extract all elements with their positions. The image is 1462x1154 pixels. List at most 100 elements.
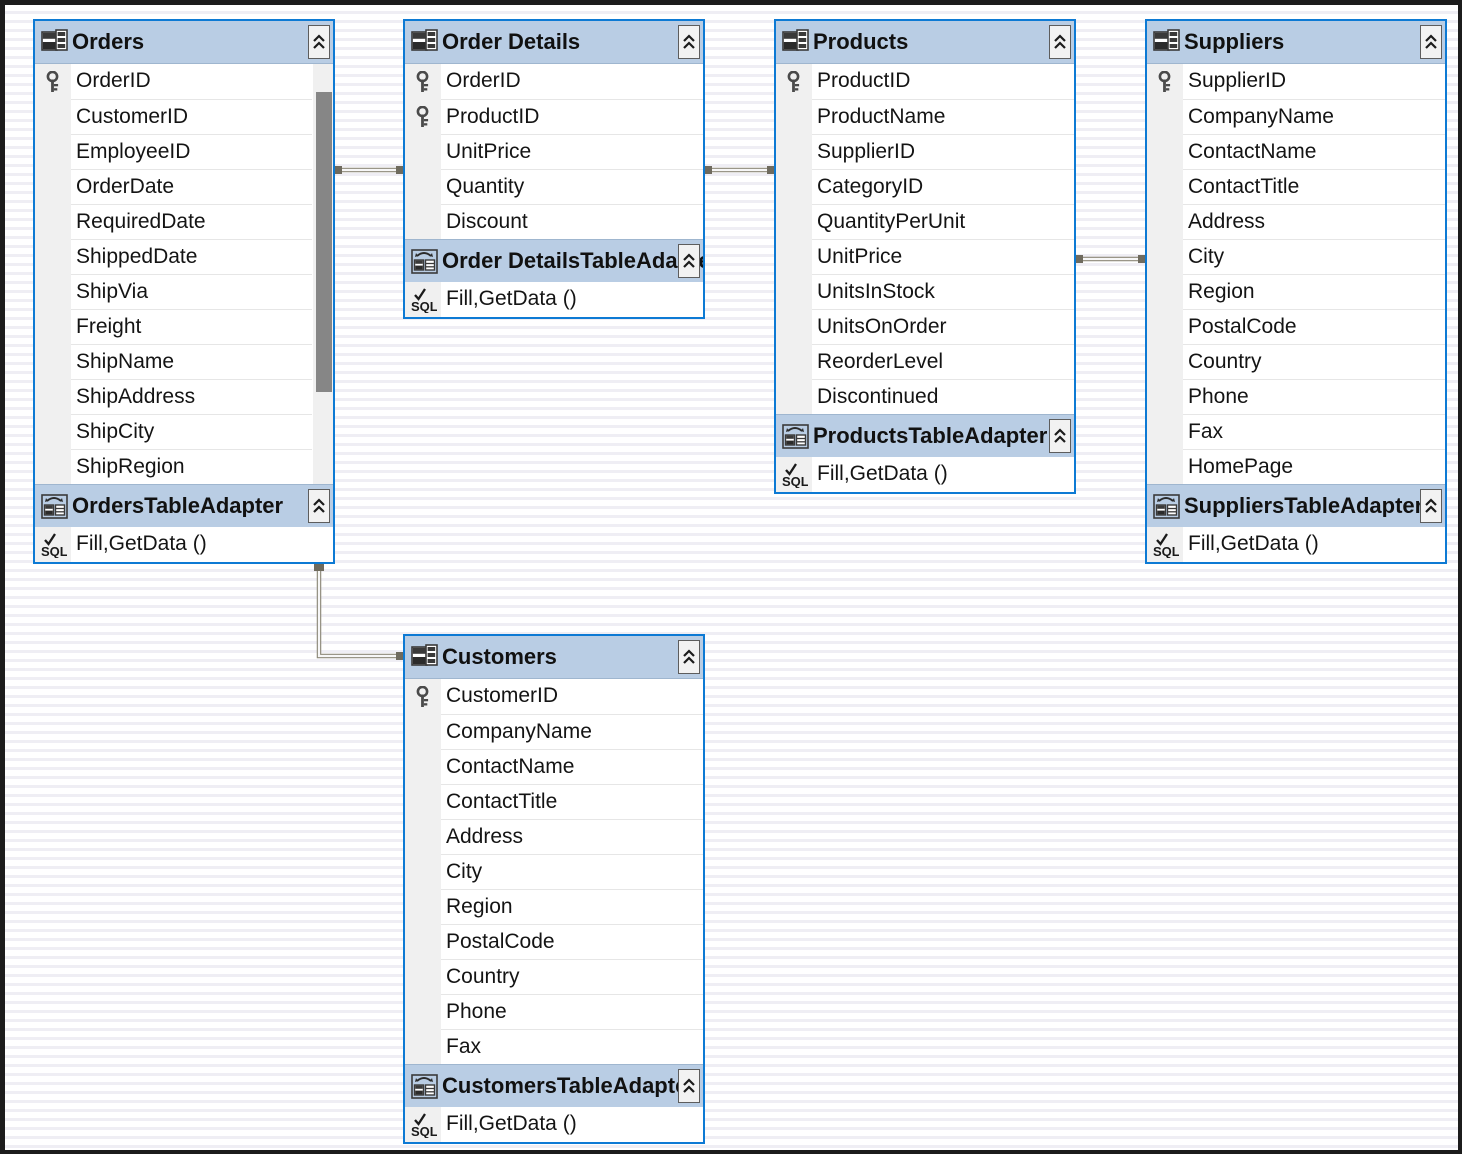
- vertical-scrollbar[interactable]: [312, 64, 333, 484]
- column-name: ContactTitle: [1183, 169, 1445, 204]
- adapter-method-row[interactable]: SQL Fill,GetData (): [776, 457, 1074, 492]
- column-row[interactable]: ProductName: [776, 99, 1074, 134]
- entity-header[interactable]: Customers: [405, 636, 703, 679]
- collapse-button[interactable]: [678, 1069, 700, 1103]
- adapter-method-row[interactable]: SQL Fill,GetData (): [405, 1107, 703, 1142]
- column-row[interactable]: EmployeeID: [35, 134, 333, 169]
- column-row[interactable]: RequiredDate: [35, 204, 333, 239]
- column-row[interactable]: Country: [1147, 344, 1445, 379]
- column-row[interactable]: Discount: [405, 204, 703, 239]
- column-row[interactable]: OrderID: [405, 64, 703, 99]
- column-row[interactable]: ShipRegion: [35, 449, 333, 484]
- column-row[interactable]: ShipVia: [35, 274, 333, 309]
- column-row[interactable]: Phone: [405, 994, 703, 1029]
- column-row[interactable]: Fax: [405, 1029, 703, 1064]
- collapse-button[interactable]: [308, 25, 330, 59]
- adapter-method-row[interactable]: SQL Fill,GetData (): [1147, 527, 1445, 562]
- collapse-button[interactable]: [1420, 25, 1442, 59]
- column-row[interactable]: ContactTitle: [405, 784, 703, 819]
- column-row[interactable]: Fax: [1147, 414, 1445, 449]
- column-name: OrderDate: [71, 169, 333, 204]
- entity-header[interactable]: Orders: [35, 21, 333, 64]
- column-row[interactable]: Region: [405, 889, 703, 924]
- column-row[interactable]: PostalCode: [405, 924, 703, 959]
- column-row[interactable]: ContactTitle: [1147, 169, 1445, 204]
- collapse-button[interactable]: [678, 244, 700, 278]
- collapse-chevron-icon: [1054, 428, 1066, 443]
- column-row[interactable]: CompanyName: [405, 714, 703, 749]
- entity-header[interactable]: Suppliers: [1147, 21, 1445, 64]
- column-row[interactable]: ProductID: [405, 99, 703, 134]
- table-adapter-header[interactable]: Order DetailsTableAdapter: [405, 239, 703, 282]
- column-row[interactable]: City: [405, 854, 703, 889]
- column-row[interactable]: ReorderLevel: [776, 344, 1074, 379]
- relation-order-details-to-products[interactable]: [702, 166, 777, 174]
- column-row[interactable]: SupplierID: [776, 134, 1074, 169]
- collapse-button[interactable]: [678, 640, 700, 674]
- column-row[interactable]: ShipName: [35, 344, 333, 379]
- relation-orders-to-customers[interactable]: [314, 563, 406, 660]
- column-row[interactable]: HomePage: [1147, 449, 1445, 484]
- adapter-method-row[interactable]: SQL Fill,GetData (): [35, 527, 333, 562]
- primary-key-icon: [416, 685, 428, 707]
- table-adapter-header[interactable]: OrdersTableAdapter: [35, 484, 333, 527]
- relation-products-to-suppliers[interactable]: [1073, 255, 1148, 263]
- adapter-method-row[interactable]: SQL Fill,GetData (): [405, 282, 703, 317]
- column-row[interactable]: Quantity: [405, 169, 703, 204]
- collapse-button[interactable]: [678, 25, 700, 59]
- column-row[interactable]: CustomerID: [35, 99, 333, 134]
- column-row[interactable]: Freight: [35, 309, 333, 344]
- column-name: CustomerID: [446, 684, 559, 707]
- column-row[interactable]: City: [1147, 239, 1445, 274]
- column-row[interactable]: PostalCode: [1147, 309, 1445, 344]
- column-row[interactable]: ContactName: [405, 749, 703, 784]
- entity-header[interactable]: Products: [776, 21, 1074, 64]
- scrollbar-thumb[interactable]: [316, 92, 332, 392]
- column-row[interactable]: CustomerID: [405, 679, 703, 714]
- column-row[interactable]: Country: [405, 959, 703, 994]
- column-row[interactable]: ShippedDate: [35, 239, 333, 274]
- relation-orders-to-order-details[interactable]: [332, 166, 406, 174]
- column-row[interactable]: Address: [405, 819, 703, 854]
- table-adapter-header[interactable]: CustomersTableAdapter: [405, 1064, 703, 1107]
- column-row[interactable]: Region: [1147, 274, 1445, 309]
- column-row[interactable]: ShipCity: [35, 414, 333, 449]
- column-row[interactable]: OrderID: [35, 64, 333, 99]
- table-adapter-icon: [411, 1073, 438, 1099]
- column-row[interactable]: QuantityPerUnit: [776, 204, 1074, 239]
- column-row[interactable]: ContactName: [1147, 134, 1445, 169]
- column-row[interactable]: UnitsOnOrder: [776, 309, 1074, 344]
- collapse-button[interactable]: [1049, 25, 1071, 59]
- column-row[interactable]: Phone: [1147, 379, 1445, 414]
- column-row[interactable]: UnitsInStock: [776, 274, 1074, 309]
- column-row[interactable]: UnitPrice: [776, 239, 1074, 274]
- column-row[interactable]: ShipAddress: [35, 379, 333, 414]
- column-row[interactable]: CompanyName: [1147, 99, 1445, 134]
- column-row[interactable]: ProductID: [776, 64, 1074, 99]
- entity-header[interactable]: Order Details: [405, 21, 703, 64]
- table-adapter-header[interactable]: ProductsTableAdapter: [776, 414, 1074, 457]
- collapse-button[interactable]: [1049, 419, 1071, 453]
- column-row[interactable]: Discontinued: [776, 379, 1074, 414]
- column-row[interactable]: UnitPrice: [405, 134, 703, 169]
- column-row[interactable]: Address: [1147, 204, 1445, 239]
- table-adapter-header[interactable]: SuppliersTableAdapter: [1147, 484, 1445, 527]
- column-row[interactable]: OrderDate: [35, 169, 333, 204]
- row-gutter: [35, 309, 71, 344]
- collapse-button[interactable]: [308, 489, 330, 523]
- column-row[interactable]: SupplierID: [1147, 64, 1445, 99]
- collapse-button[interactable]: [1420, 489, 1442, 523]
- column-row[interactable]: CategoryID: [776, 169, 1074, 204]
- row-gutter: [405, 994, 441, 1029]
